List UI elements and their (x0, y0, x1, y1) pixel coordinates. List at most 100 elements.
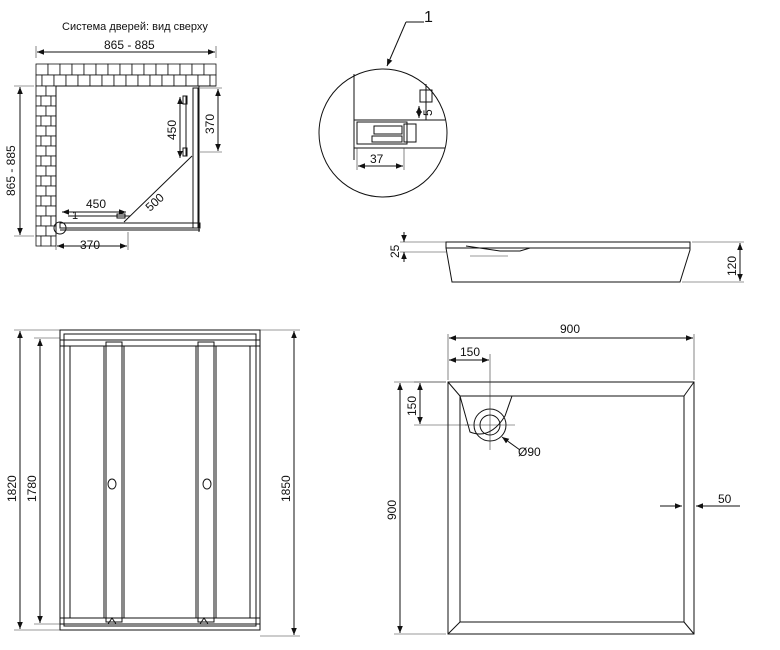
brick (35, 63, 49, 76)
brick (35, 105, 47, 117)
brick (59, 63, 73, 76)
brick (50, 175, 57, 187)
brick (50, 195, 57, 207)
front-view: 1820 1780 1850 (5, 329, 300, 637)
door-450-vertical-dim: 450 (165, 97, 183, 158)
brick (197, 74, 211, 87)
brick (47, 63, 61, 76)
tray-width-label: 900 (560, 322, 580, 336)
brick (35, 125, 47, 137)
brick (40, 95, 52, 107)
drain-offset-x-label: 150 (460, 345, 480, 359)
brick (50, 155, 57, 167)
brick (35, 215, 42, 227)
fixed-370-v-label: 370 (203, 114, 217, 134)
brick (40, 235, 52, 247)
width-dimension: 865 - 885 (35, 38, 217, 58)
brick (149, 74, 163, 87)
brick (83, 63, 97, 76)
width-label: 865 - 885 (104, 38, 155, 52)
brick (35, 165, 47, 177)
brick (35, 185, 47, 197)
brick (35, 195, 42, 207)
brick (35, 155, 42, 167)
brick (113, 74, 127, 87)
brick (45, 145, 57, 157)
brick (35, 175, 42, 187)
fixed-370-horizontal-dim: 370 (55, 232, 129, 252)
brick (179, 63, 193, 76)
right-door-handle-icon (202, 478, 212, 490)
brick (209, 74, 217, 87)
brick (35, 225, 47, 237)
front-h-1820: 1820 (5, 475, 19, 502)
brick (143, 63, 157, 76)
brick (40, 175, 52, 187)
brick (35, 74, 43, 87)
tray-depth-label: 900 (385, 500, 399, 520)
detail-callout-circle (53, 221, 67, 235)
brick (161, 74, 175, 87)
brick (119, 63, 133, 76)
brick (40, 115, 52, 127)
brick (45, 125, 57, 137)
tray-plan-view: 900 150 150 900 Ø90 50 (385, 322, 740, 635)
brick (45, 165, 57, 177)
fixed-370-vertical-dim: 370 (200, 87, 222, 153)
detail-callout-label: 1 (424, 9, 433, 26)
brick (155, 63, 169, 76)
drain-diameter-label: Ø90 (518, 445, 541, 459)
detail-circle (318, 68, 448, 198)
depth-dimension: 865 - 885 (4, 85, 34, 237)
brick (95, 63, 109, 76)
brick (41, 74, 55, 87)
drain-offset-y-label: 150 (405, 396, 419, 416)
brick (35, 205, 47, 217)
brick (167, 63, 181, 76)
brick (50, 115, 57, 127)
top-view-title: Система дверей: вид сверху (62, 21, 208, 33)
rim-width-label: 50 (718, 492, 732, 506)
door-450-v-label: 450 (165, 120, 179, 140)
front-h-1780: 1780 (25, 475, 39, 502)
brick (35, 135, 42, 147)
brick (53, 74, 67, 87)
detail-view: 1 5 37 (318, 9, 448, 198)
brick (107, 63, 121, 76)
brick (173, 74, 187, 87)
brick (45, 85, 57, 97)
tray-dim-120: 120 (725, 256, 739, 276)
enclosure-top-outline (55, 85, 216, 236)
brick (50, 95, 57, 107)
brick (125, 74, 139, 87)
brick (45, 205, 57, 217)
brick (40, 135, 52, 147)
brick (77, 74, 91, 87)
brick (40, 195, 52, 207)
brick (89, 74, 103, 87)
brick (35, 115, 42, 127)
door-450-h-label: 450 (86, 197, 106, 211)
detail-dim-5: 5 (421, 109, 435, 116)
brick (185, 74, 199, 87)
brick (50, 235, 57, 247)
depth-label: 865 - 885 (4, 145, 18, 196)
door-450-horizontal-dim: 450 (62, 197, 126, 215)
brick (137, 74, 151, 87)
brick (45, 105, 57, 117)
brick-wall-top (35, 63, 217, 87)
brick (40, 215, 52, 227)
detail-callout-small: 1 (72, 210, 78, 222)
front-h-1850: 1850 (279, 475, 293, 502)
brick (35, 235, 42, 247)
brick (131, 63, 145, 76)
brick (65, 74, 79, 87)
brick (101, 74, 115, 87)
brick (71, 63, 85, 76)
tray-side-view: 25 120 (388, 232, 744, 283)
brick (35, 95, 42, 107)
tray-dim-25: 25 (388, 244, 402, 258)
brick (50, 135, 57, 147)
